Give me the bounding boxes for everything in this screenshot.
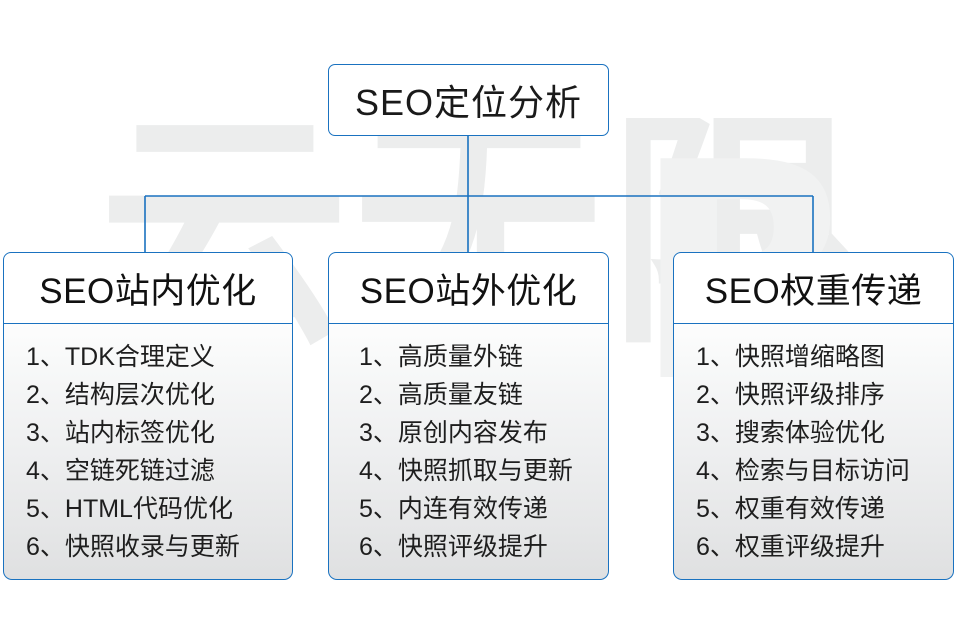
column-header-title: SEO站外优化 xyxy=(359,271,578,311)
list-item-text: 权重评级提升 xyxy=(734,533,885,561)
column-list-weight: 1、快照增缩略图 2、快照评级排序 3、搜索体验优化 4、检索与目标访问 5、权… xyxy=(674,338,953,566)
list-item-text: 快照抓取与更新 xyxy=(397,457,573,485)
list-item[interactable]: 4、空链死链过滤 xyxy=(26,452,292,490)
list-item-number: 1、 xyxy=(26,343,65,371)
column-header-title: SEO权重传递 xyxy=(704,271,923,311)
list-item[interactable]: 3、搜索体验优化 xyxy=(696,414,953,452)
list-item-text: 快照收录与更新 xyxy=(64,533,240,561)
list-item[interactable]: 5、内连有效传递 xyxy=(359,490,608,528)
list-item-number: 5、 xyxy=(696,495,735,523)
list-item-number: 2、 xyxy=(26,381,65,409)
list-item-text: 快照评级提升 xyxy=(397,533,548,561)
list-item-number: 3、 xyxy=(26,419,65,447)
list-item[interactable]: 1、快照增缩略图 xyxy=(696,338,953,376)
list-item-number: 3、 xyxy=(359,419,398,447)
list-item-text: HTML代码优化 xyxy=(64,495,233,523)
list-item-number: 1、 xyxy=(696,343,735,371)
list-item-text: TDK合理定义 xyxy=(64,343,215,371)
list-item[interactable]: 2、快照评级排序 xyxy=(696,376,953,414)
column-body-onsite: 1、TDK合理定义 2、结构层次优化 3、站内标签优化 4、空链死链过滤 5、H… xyxy=(3,324,293,580)
list-item-number: 3、 xyxy=(696,419,735,447)
column-list-onsite: 1、TDK合理定义 2、结构层次优化 3、站内标签优化 4、空链死链过滤 5、H… xyxy=(4,338,292,566)
list-item[interactable]: 5、HTML代码优化 xyxy=(26,490,292,528)
list-item-number: 4、 xyxy=(26,457,65,485)
list-item-text: 快照增缩略图 xyxy=(734,343,885,371)
list-item[interactable]: 1、TDK合理定义 xyxy=(26,338,292,376)
root-node[interactable]: SEO定位分析 xyxy=(328,64,609,136)
list-item-text: 快照评级排序 xyxy=(734,381,885,409)
column-header-weight[interactable]: SEO权重传递 xyxy=(673,252,954,324)
list-item-text: 站内标签优化 xyxy=(64,419,215,447)
list-item-text: 空链死链过滤 xyxy=(64,457,215,485)
list-item[interactable]: 3、站内标签优化 xyxy=(26,414,292,452)
list-item[interactable]: 6、快照收录与更新 xyxy=(26,528,292,566)
list-item[interactable]: 3、原创内容发布 xyxy=(359,414,608,452)
list-item-number: 6、 xyxy=(26,533,65,561)
list-item-text: 检索与目标访问 xyxy=(734,457,910,485)
list-item-number: 4、 xyxy=(696,457,735,485)
column-weight: SEO权重传递 1、快照增缩略图 2、快照评级排序 3、搜索体验优化 4、检索与… xyxy=(673,252,954,580)
list-item[interactable]: 2、结构层次优化 xyxy=(26,376,292,414)
list-item-text: 高质量外链 xyxy=(397,343,523,371)
column-list-offsite: 1、高质量外链 2、高质量友链 3、原创内容发布 4、快照抓取与更新 5、内连有… xyxy=(329,338,608,566)
list-item[interactable]: 6、快照评级提升 xyxy=(359,528,608,566)
list-item-number: 6、 xyxy=(359,533,398,561)
column-header-title: SEO站内优化 xyxy=(39,271,257,311)
list-item-text: 权重有效传递 xyxy=(734,495,885,523)
column-body-weight: 1、快照增缩略图 2、快照评级排序 3、搜索体验优化 4、检索与目标访问 5、权… xyxy=(673,324,954,580)
list-item[interactable]: 5、权重有效传递 xyxy=(696,490,953,528)
list-item[interactable]: 6、权重评级提升 xyxy=(696,528,953,566)
list-item-number: 2、 xyxy=(359,381,398,409)
list-item-number: 6、 xyxy=(696,533,735,561)
list-item-text: 搜索体验优化 xyxy=(734,419,885,447)
column-body-offsite: 1、高质量外链 2、高质量友链 3、原创内容发布 4、快照抓取与更新 5、内连有… xyxy=(328,324,609,580)
list-item-text: 结构层次优化 xyxy=(64,381,215,409)
column-onsite: SEO站内优化 1、TDK合理定义 2、结构层次优化 3、站内标签优化 4、空链… xyxy=(3,252,293,580)
list-item-number: 5、 xyxy=(359,495,398,523)
list-item-text: 高质量友链 xyxy=(397,381,523,409)
list-item[interactable]: 4、检索与目标访问 xyxy=(696,452,953,490)
column-header-offsite[interactable]: SEO站外优化 xyxy=(328,252,609,324)
list-item-number: 2、 xyxy=(696,381,735,409)
list-item-text: 内连有效传递 xyxy=(397,495,548,523)
root-node-title: SEO定位分析 xyxy=(354,82,583,123)
list-item-number: 5、 xyxy=(26,495,65,523)
list-item[interactable]: 4、快照抓取与更新 xyxy=(359,452,608,490)
list-item[interactable]: 1、高质量外链 xyxy=(359,338,608,376)
column-offsite: SEO站外优化 1、高质量外链 2、高质量友链 3、原创内容发布 4、快照抓取与… xyxy=(328,252,609,580)
list-item-number: 1、 xyxy=(359,343,398,371)
column-header-onsite[interactable]: SEO站内优化 xyxy=(3,252,293,324)
list-item-number: 4、 xyxy=(359,457,398,485)
list-item-text: 原创内容发布 xyxy=(397,419,548,447)
list-item[interactable]: 2、高质量友链 xyxy=(359,376,608,414)
